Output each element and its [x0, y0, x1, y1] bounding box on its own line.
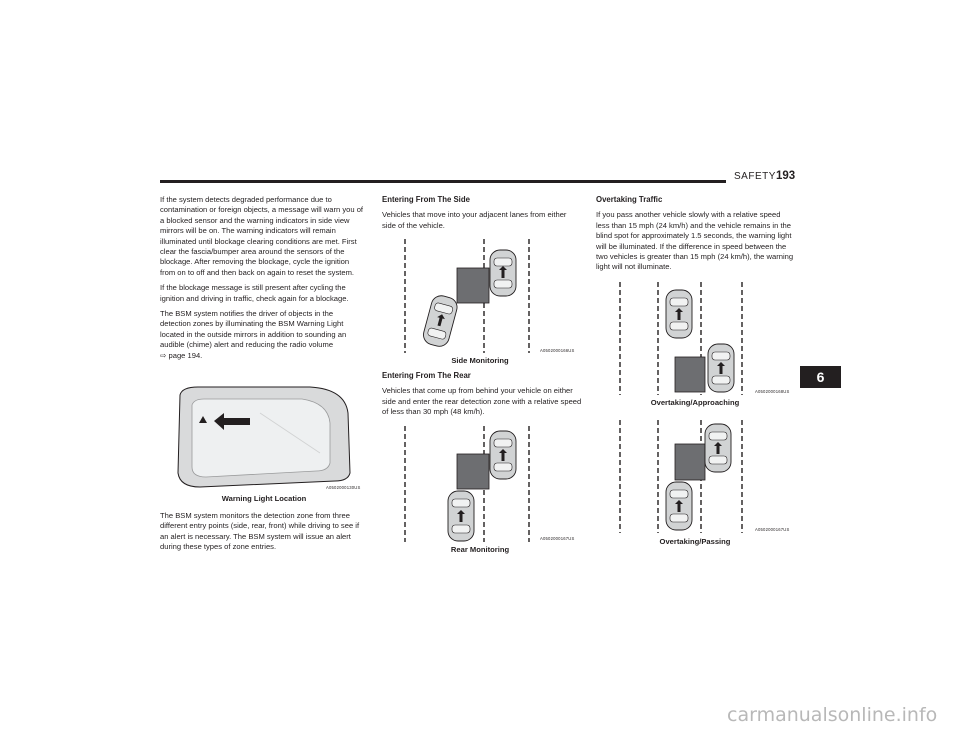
- section-heading: Entering From The Rear: [382, 371, 471, 380]
- detection-zone: [674, 356, 706, 393]
- figure-code: A0502000168US: [755, 389, 790, 394]
- figure-caption: Side Monitoring: [451, 356, 509, 365]
- column-2: Entering From The Side Vehicles that mov…: [382, 195, 582, 236]
- mirror-figure: [177, 386, 351, 488]
- figure-caption: Rear Monitoring: [450, 545, 510, 554]
- figure-code: A0502000166US: [540, 348, 575, 353]
- entering-car-icon: [423, 295, 458, 347]
- paragraph: If you pass another vehicle slowly with …: [596, 210, 794, 272]
- column-3: Overtaking Traffic If you pass another v…: [596, 195, 796, 278]
- mirror-glare: [259, 412, 321, 454]
- page-number: 193: [776, 170, 796, 182]
- own-car-icon: [704, 423, 732, 473]
- section-title: SAFETY: [734, 171, 776, 182]
- paragraph: If the blockage message is still present…: [160, 283, 349, 303]
- overtaking-approaching-diagram: [619, 282, 743, 395]
- warning-indicator-icon: [199, 416, 207, 423]
- figure-caption: Warning Light Location: [221, 494, 307, 503]
- page-ref-link[interactable]: page 194.: [168, 350, 203, 360]
- section-heading: Overtaking Traffic: [596, 195, 663, 204]
- rear-monitoring-diagram: [404, 426, 530, 542]
- mirror-glass: [191, 398, 331, 478]
- pointer-arrow-icon: [214, 413, 250, 430]
- side-monitoring-diagram: [404, 239, 530, 353]
- own-car-icon: [707, 343, 735, 393]
- column-2-lower: Entering From The Rear Vehicles that com…: [382, 371, 582, 423]
- paragraph: The BSM system notifies the driver of ob…: [160, 309, 365, 361]
- figure-code: A0502000167US: [540, 536, 575, 541]
- approaching-car-icon: [665, 289, 693, 339]
- passing-car-icon: [665, 481, 693, 531]
- paragraph: The BSM system monitors the detection zo…: [160, 511, 360, 552]
- watermark: carmanualsonline.info: [727, 704, 938, 726]
- paragraph: Vehicles that move into your adjacent la…: [382, 210, 567, 230]
- rear-car-icon: [447, 490, 475, 542]
- paragraph-text: The BSM system notifies the driver of ob…: [160, 309, 347, 350]
- figure-code: A0502000167US: [755, 527, 790, 532]
- figure-code: A0502000130US: [326, 485, 361, 490]
- detection-zone: [456, 267, 490, 304]
- column-1: If the system detects degraded performan…: [160, 195, 365, 361]
- header-rule: [160, 180, 726, 183]
- section-heading: Entering From The Side: [382, 195, 470, 204]
- detection-zone: [674, 443, 706, 481]
- own-car-icon: [489, 430, 517, 480]
- page-ref-arrow-icon: ⇨: [160, 350, 167, 360]
- figure-caption: Overtaking/Approaching: [650, 398, 740, 407]
- overtaking-passing-diagram: [619, 420, 743, 533]
- figure-caption: Overtaking/Passing: [659, 537, 731, 546]
- column-1-lower: The BSM system monitors the detection zo…: [160, 511, 365, 558]
- own-car-icon: [489, 249, 517, 297]
- detection-zone: [456, 453, 490, 490]
- chapter-tab: 6: [800, 366, 841, 388]
- paragraph: If the system detects degraded performan…: [160, 195, 364, 277]
- paragraph: Vehicles that come up from behind your v…: [382, 386, 582, 417]
